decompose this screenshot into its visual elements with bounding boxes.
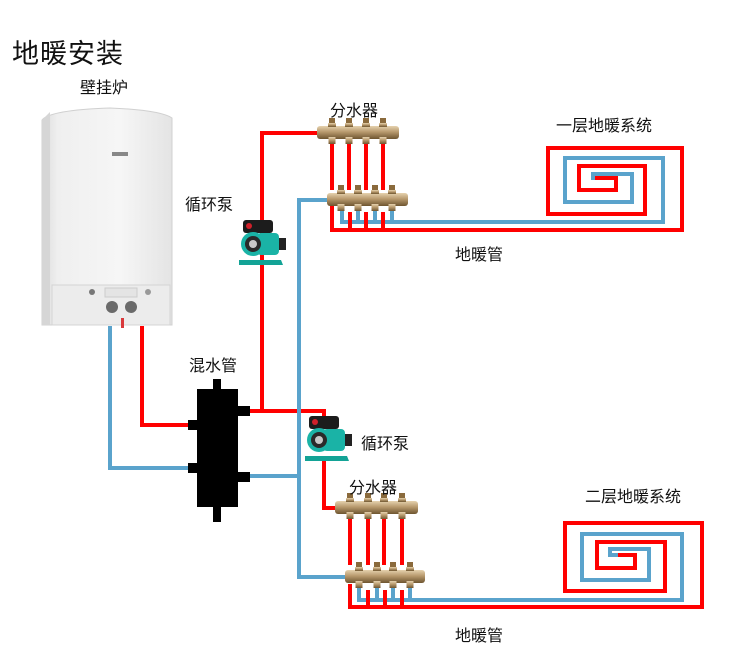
supply-riser-pipe bbox=[260, 131, 322, 413]
boiler bbox=[41, 107, 173, 328]
floor2-pipe-label: 地暖管 bbox=[455, 626, 504, 645]
pump-upper-label: 循环泵 bbox=[185, 195, 234, 214]
pump-upper bbox=[239, 220, 286, 265]
boiler-label: 壁挂炉 bbox=[80, 78, 129, 97]
pressure-gauge-icon bbox=[145, 289, 151, 295]
manifold-lower-supply bbox=[335, 493, 418, 519]
floor1-supply-coil bbox=[330, 146, 684, 232]
return-riser-pipe bbox=[297, 198, 348, 579]
pump-lower bbox=[305, 416, 352, 461]
floor1-return-coil bbox=[340, 156, 665, 224]
manifold-lower-return bbox=[345, 562, 425, 588]
display bbox=[104, 287, 138, 298]
boiler-supply-pipe bbox=[140, 326, 192, 427]
knob-icon bbox=[106, 301, 118, 313]
manifold-upper-label: 分水器 bbox=[330, 101, 379, 120]
floor2-supply-coil bbox=[348, 521, 704, 609]
knob-icon bbox=[125, 301, 137, 313]
manifold-lower-label: 分水器 bbox=[349, 478, 398, 497]
floor1-pipe-label: 地暖管 bbox=[455, 245, 504, 264]
manifold-upper-return bbox=[327, 185, 408, 211]
pump-lower-label: 循环泵 bbox=[361, 434, 410, 453]
boiler-return-pipe bbox=[108, 326, 192, 470]
floor2-return-coil bbox=[357, 532, 684, 602]
mixing-tube bbox=[188, 379, 250, 522]
page-title: 地暖安装 bbox=[12, 39, 124, 70]
lower-supply-pipe bbox=[322, 456, 340, 510]
floor2-system-label: 二层地暖系统 bbox=[585, 487, 682, 506]
mixing-tube-label: 混水管 bbox=[189, 356, 238, 375]
brand-badge bbox=[112, 152, 128, 156]
manifold-upper-supply bbox=[317, 118, 399, 144]
indicator-icon bbox=[89, 289, 95, 295]
floor1-system-label: 一层地暖系统 bbox=[556, 116, 653, 135]
